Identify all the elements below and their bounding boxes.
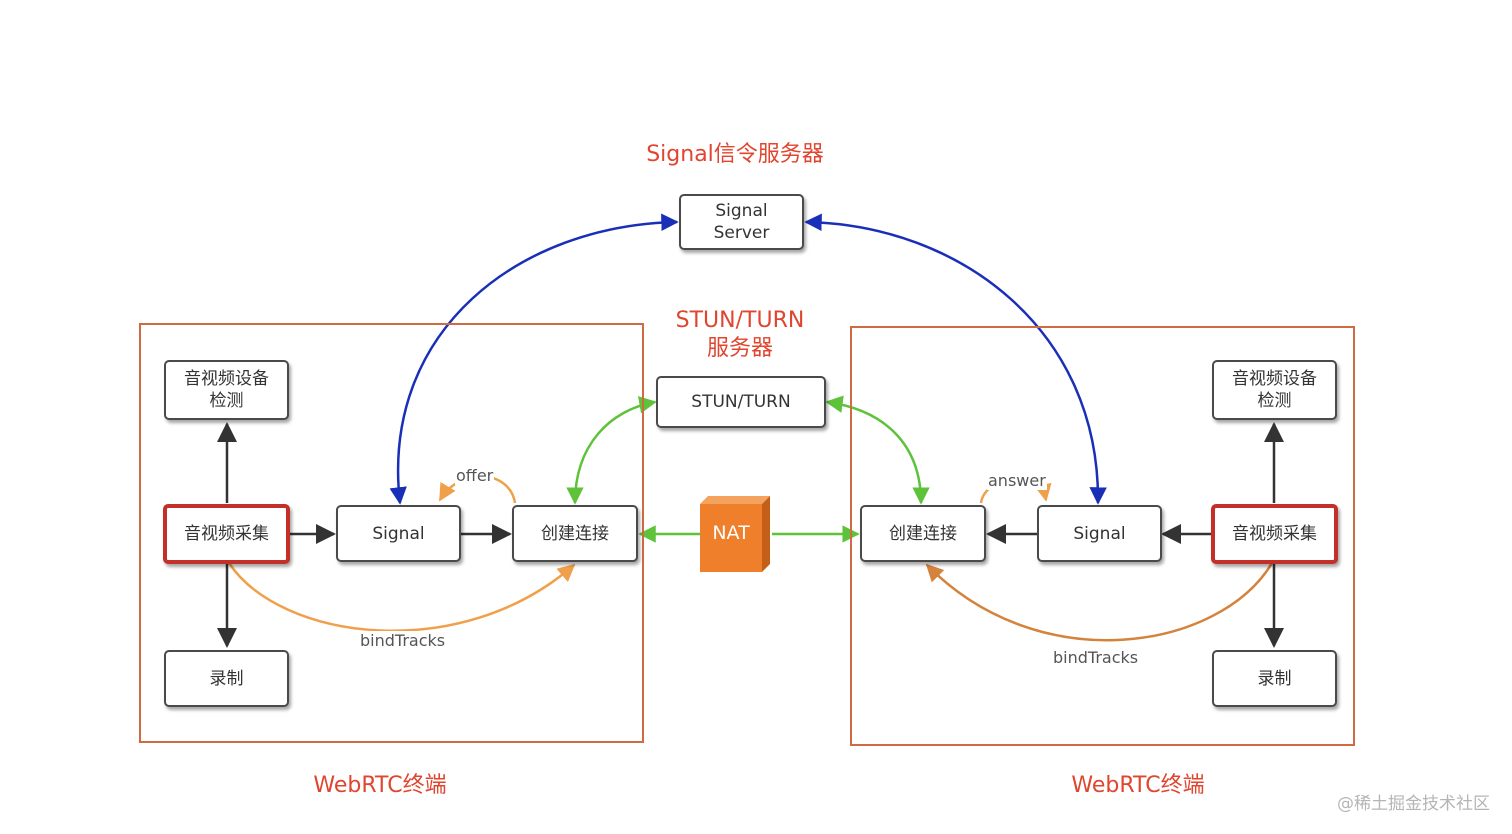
left-terminal-frame — [139, 323, 644, 743]
right-signal-node: Signal — [1037, 505, 1162, 562]
left-bindtracks-label: bindTracks — [359, 631, 447, 650]
arc-left-signal-to-server — [389, 213, 679, 505]
watermark: @稀土掘金技术社区 — [1337, 794, 1490, 814]
right-record-node: 录制 — [1212, 650, 1337, 707]
left-capture-node: 音视频采集 — [163, 504, 290, 564]
left-record-node: 录制 — [164, 650, 289, 707]
nat-cube-top — [700, 496, 770, 504]
stun-turn-title-line1: STUN/TURN — [675, 308, 805, 333]
arc-left-connect-to-stun — [566, 396, 657, 505]
left-device-check-label: 音视频设备 检测 — [184, 369, 269, 411]
left-connect-label: 创建连接 — [541, 523, 609, 544]
signal-server-title: Signal信令服务器 — [646, 142, 824, 167]
right-capture-node: 音视频采集 — [1211, 504, 1338, 564]
nat-cube-front — [700, 504, 762, 572]
arc-right-connect-to-stun — [825, 395, 930, 505]
right-terminal-frame — [850, 326, 1355, 746]
answer-label: answer — [987, 471, 1047, 490]
right-capture-label: 音视频采集 — [1232, 524, 1317, 544]
nat-cube-side — [762, 496, 770, 572]
stun-turn-node: STUN/TURN — [656, 376, 826, 428]
left-record-label: 录制 — [209, 668, 244, 689]
signal-server-node-label: Signal Server — [713, 201, 770, 243]
stun-turn-title-line2: 服务器 — [706, 336, 773, 361]
right-device-check-node: 音视频设备 检测 — [1212, 360, 1337, 420]
nat-label: NAT — [712, 522, 750, 544]
right-connect-node: 创建连接 — [860, 505, 986, 562]
left-capture-label: 音视频采集 — [184, 524, 269, 544]
right-device-check-label: 音视频设备 检测 — [1232, 369, 1317, 411]
right-signal-label: Signal — [1073, 523, 1126, 544]
right-terminal-title: WebRTC终端 — [1071, 773, 1205, 798]
nat-cube — [700, 496, 770, 572]
right-connect-label: 创建连接 — [889, 523, 957, 544]
left-device-check-node: 音视频设备 检测 — [164, 360, 289, 420]
left-connect-node: 创建连接 — [512, 505, 638, 562]
arc-right-bindtracks — [925, 562, 1274, 642]
right-bindtracks-label: bindTracks — [1052, 648, 1140, 667]
arc-right-signal-to-server — [804, 213, 1107, 505]
left-signal-node: Signal — [336, 505, 461, 562]
right-record-label: 录制 — [1257, 668, 1292, 689]
stun-turn-title: STUN/TURN 服务器 — [660, 307, 820, 363]
left-terminal-title: WebRTC终端 — [313, 773, 447, 798]
arc-left-bindtracks — [227, 562, 576, 632]
left-signal-label: Signal — [372, 523, 425, 544]
offer-label: offer — [455, 466, 495, 485]
stun-turn-node-label: STUN/TURN — [691, 392, 791, 412]
signal-server-node: Signal Server — [679, 194, 804, 250]
